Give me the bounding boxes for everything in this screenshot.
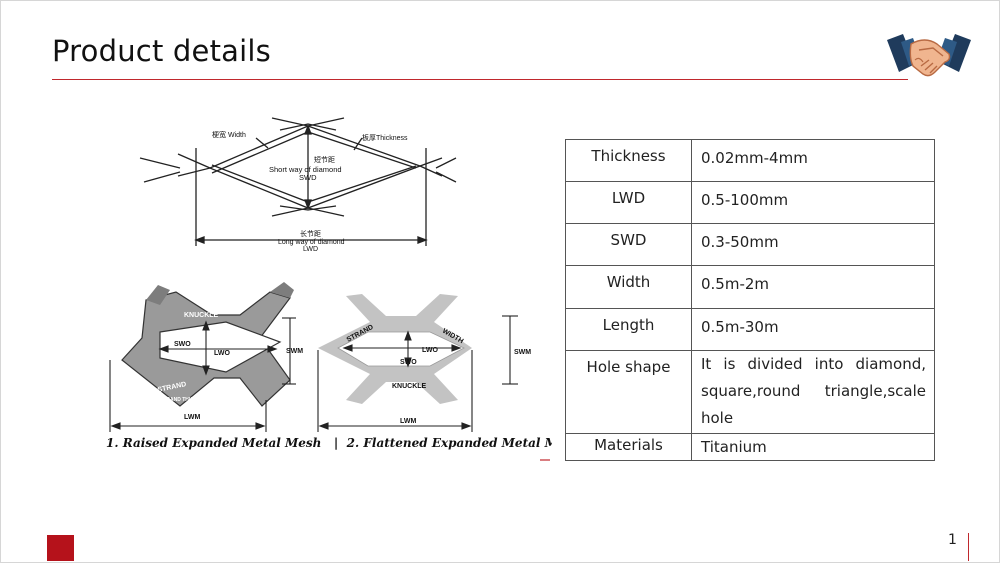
flattened-swo: SWO (400, 359, 417, 366)
spec-table: Thickness 0.02mm-4mm LWD 0.5-100mm SWD 0… (565, 139, 935, 461)
title-divider (52, 79, 908, 80)
table-row: LWD 0.5-100mm (565, 181, 935, 224)
flattened-lwm: LWM (400, 418, 416, 425)
raised-width: WIDTH (208, 385, 232, 397)
spec-label: Length (565, 308, 692, 351)
table-row: Hole shape It is divided into diamond, s… (565, 350, 935, 434)
spec-label: Thickness (565, 139, 692, 182)
top-diamond-diagram (139, 117, 457, 246)
flattened-lwo: LWO (422, 347, 438, 354)
label-long-way-cn: 长节距 (300, 229, 321, 238)
raised-lwo: LWO (214, 350, 230, 357)
handshake-icon (887, 34, 971, 77)
raised-knuckle: KNUCKLE (184, 312, 219, 319)
table-row: SWD 0.3-50mm (565, 223, 935, 266)
spec-label: Width (565, 265, 692, 309)
footer-accent-square (47, 535, 74, 561)
page-number-divider (968, 533, 969, 561)
spec-value: 0.5-100mm (691, 181, 935, 224)
raised-lwm: LWM (184, 414, 200, 421)
label-swd: SWD (299, 173, 317, 182)
table-row: Length 0.5m-30m (565, 308, 935, 351)
spec-value: 0.5m-30m (691, 308, 935, 351)
flattened-mesh-diagram: STRAND WIDTH LWO SWO SWM KNUCKLE LWM (317, 294, 531, 432)
spec-label: SWD (565, 223, 692, 266)
spec-value: 0.5m-2m (691, 265, 935, 309)
raised-swo: SWO (174, 341, 191, 348)
label-thickness: 板厚Thickness (362, 133, 408, 142)
spec-label: Materials (565, 433, 692, 461)
top-diagram-labels: 梗宽 Width 板厚Thickness 短节距 Short way of di… (212, 130, 408, 253)
spec-value: Titanium (691, 433, 935, 461)
raised-mesh-diagram: KNUCKLE SWO LWO SWM STRAND WIDTH STRAND … (109, 282, 303, 432)
expanded-metal-mesh-diagram: 梗宽 Width 板厚Thickness 短节距 Short way of di… (106, 117, 552, 461)
label-width: 梗宽 Width (212, 130, 246, 139)
spec-value: It is divided into diamond, square,round… (691, 350, 935, 434)
spec-label: LWD (565, 181, 692, 224)
page-number: 1 (948, 532, 957, 548)
table-row: Width 0.5m-2m (565, 265, 935, 309)
raised-swm: SWM (286, 348, 303, 355)
spec-value: 0.3-50mm (691, 223, 935, 266)
flattened-swm: SWM (514, 349, 531, 356)
spec-value: 0.02mm-4mm (691, 139, 935, 182)
label-short-way: Short way of diamond (269, 165, 342, 174)
label-long-way: Long way of diamond (278, 239, 345, 246)
table-row: Materials Titanium (565, 433, 935, 461)
raised-strand-thickness: STRAND THICKNESS (160, 397, 212, 403)
label-short-way-cn: 短节距 (314, 155, 335, 164)
table-row: Thickness 0.02mm-4mm (565, 139, 935, 182)
spec-label: Hole shape (565, 350, 692, 434)
flattened-knuckle: KNUCKLE (392, 383, 427, 390)
page-title: Product details (52, 34, 271, 68)
label-lwd: LWD (303, 246, 318, 253)
diagram-caption: 1. Raised Expanded Metal Mesh | 2. Flatt… (106, 436, 552, 450)
